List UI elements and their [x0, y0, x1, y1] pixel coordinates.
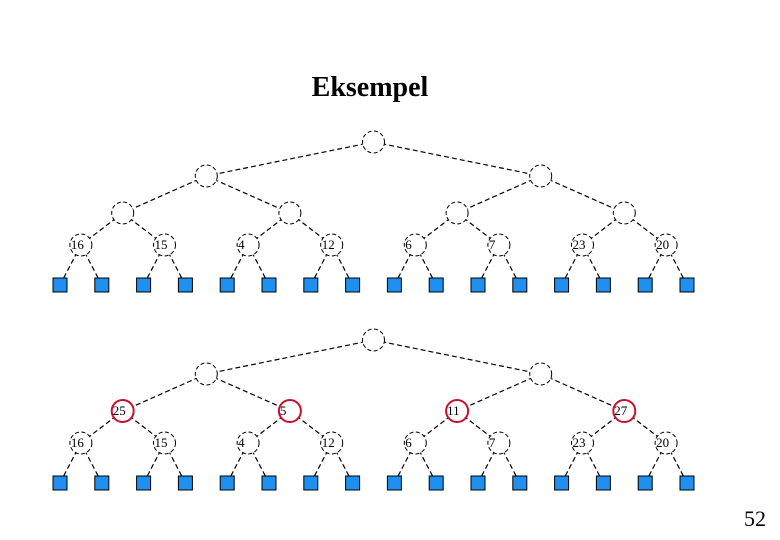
tree-node — [362, 130, 385, 154]
node-label: 4 — [238, 237, 245, 252]
leaf-square — [136, 277, 152, 293]
leaf-square — [303, 475, 319, 491]
tree-node — [320, 233, 344, 257]
leaf-square — [470, 277, 486, 293]
leaf-square — [637, 277, 653, 293]
leaf-square — [595, 475, 611, 491]
leaf-square — [219, 277, 235, 293]
tree-edge — [122, 373, 207, 412]
leaf-square — [470, 475, 486, 491]
tree-node — [236, 431, 260, 455]
leaf-square — [94, 475, 110, 491]
node-label: 27 — [614, 403, 628, 418]
tree-edge — [206, 141, 374, 177]
tree-node — [445, 201, 469, 225]
tree-node — [153, 233, 176, 257]
tree-node — [529, 362, 553, 386]
node-label: 23 — [573, 435, 586, 450]
tree-node — [277, 399, 302, 423]
node-label: 12 — [322, 237, 335, 252]
tree-node — [320, 431, 344, 455]
node-label: 6 — [405, 237, 412, 252]
leaf-square — [679, 475, 695, 491]
tree-edge — [206, 373, 291, 412]
node-label: 11 — [447, 403, 460, 418]
tree-node — [153, 431, 176, 455]
node-label: 20 — [656, 435, 669, 450]
tree-node — [654, 431, 678, 455]
tree-node — [236, 233, 260, 257]
tree-edge — [456, 175, 541, 214]
tree-node — [487, 431, 511, 455]
leaf-square — [595, 277, 611, 293]
tree-node — [403, 233, 427, 257]
tree-node — [571, 233, 594, 257]
leaf-square — [177, 475, 193, 491]
leaf-square — [386, 475, 402, 491]
tree-edge — [373, 141, 541, 177]
tree-node — [403, 431, 427, 455]
tree-node — [612, 201, 636, 225]
node-label: 7 — [489, 237, 496, 252]
leaf-square — [386, 277, 402, 293]
page-number: 52 — [744, 506, 766, 531]
leaf-square — [512, 277, 528, 293]
tree-edge — [456, 373, 541, 412]
tree-edge — [206, 339, 374, 375]
leaf-square — [679, 277, 695, 293]
tree-node — [529, 164, 553, 188]
tree-node — [612, 399, 637, 423]
tree-edge — [373, 339, 541, 375]
tree-node — [111, 201, 135, 225]
tree-node — [278, 201, 302, 225]
leaf-square — [554, 475, 570, 491]
leaf-square — [136, 475, 152, 491]
leaf-square — [177, 277, 193, 293]
tree-edge — [540, 175, 625, 214]
leaf-square — [428, 277, 444, 293]
node-label: 20 — [656, 237, 669, 252]
node-label: 5 — [280, 403, 287, 418]
leaf-square — [219, 475, 235, 491]
tree-node — [362, 328, 385, 352]
leaf-square — [554, 277, 570, 293]
tree-edge — [122, 175, 207, 214]
leaf-square — [428, 475, 444, 491]
tree-node — [194, 164, 218, 188]
leaf-square — [345, 475, 361, 491]
tree-edge — [206, 175, 291, 214]
leaf-square — [261, 475, 277, 491]
node-label: 7 — [489, 435, 496, 450]
leaf-square — [637, 475, 653, 491]
node-label: 6 — [405, 435, 412, 450]
node-label: 25 — [113, 403, 126, 418]
leaf-square — [52, 277, 68, 293]
tree-node — [69, 431, 93, 455]
tree-node — [69, 233, 93, 257]
leaf-square — [52, 475, 68, 491]
leaf-square — [512, 475, 528, 491]
tree-node — [110, 399, 135, 423]
tree-node — [445, 399, 470, 423]
tree-edge — [540, 373, 625, 412]
slide-title: Eksempel — [311, 72, 429, 103]
leaf-square — [303, 277, 319, 293]
node-label: 16 — [71, 435, 85, 450]
node-label: 4 — [238, 435, 245, 450]
node-label: 23 — [573, 237, 586, 252]
leaf-square — [345, 277, 361, 293]
leaf-square — [94, 277, 110, 293]
tree-node — [571, 431, 594, 455]
node-label: 15 — [155, 435, 168, 450]
tree-node — [194, 362, 218, 386]
tree-node — [487, 233, 511, 257]
node-label: 15 — [155, 237, 168, 252]
leaf-square — [261, 277, 277, 293]
node-label: 12 — [322, 435, 335, 450]
tree-node — [654, 233, 678, 257]
node-label: 16 — [71, 237, 85, 252]
